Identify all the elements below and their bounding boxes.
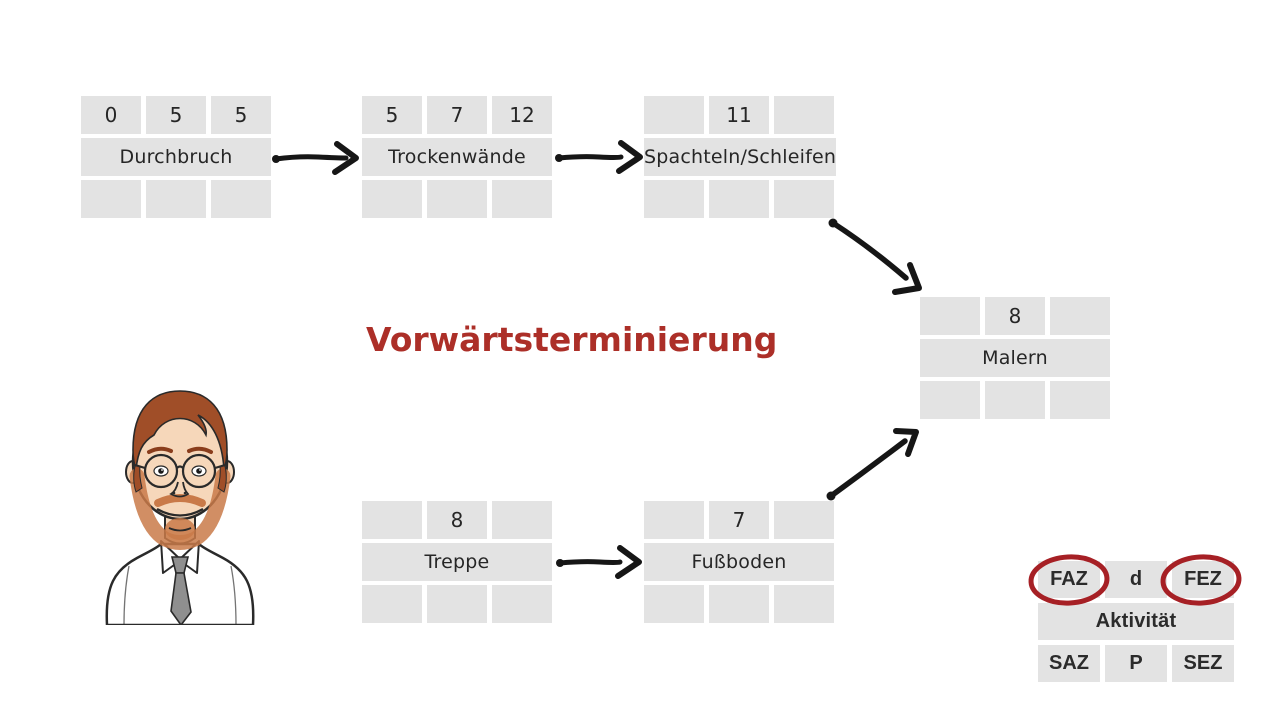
node-bottom-row xyxy=(644,585,834,623)
cell-buffer xyxy=(985,381,1045,419)
page-title: Vorwärtsterminierung xyxy=(366,320,778,359)
node-bottom-row xyxy=(362,585,552,623)
cell-fez xyxy=(774,501,834,539)
cell-sez xyxy=(1050,381,1110,419)
legend-bottom-row: SAZ P SEZ xyxy=(1038,645,1234,682)
legend-faz: FAZ xyxy=(1038,561,1100,598)
cell-duration: 7 xyxy=(709,501,769,539)
cell-duration: 8 xyxy=(427,501,487,539)
cell-sez xyxy=(492,585,552,623)
cell-buffer xyxy=(709,585,769,623)
eyebrow xyxy=(147,446,173,454)
eyebrow xyxy=(187,446,213,454)
node-bottom-row xyxy=(362,180,552,218)
activity-node-spachteln-schleifen: 11 Spachteln/Schleifen xyxy=(644,96,837,218)
cell-faz xyxy=(362,501,422,539)
beard xyxy=(129,468,231,550)
legend-activity: Aktivität xyxy=(1038,603,1234,640)
node-name-row: Durchbruch xyxy=(81,138,271,176)
cell-sez xyxy=(774,585,834,623)
node-name-row: Spachteln/Schleifen xyxy=(644,138,837,176)
cell-faz xyxy=(920,297,980,335)
legend-saz: SAZ xyxy=(1038,645,1100,682)
node-name-row: Malern xyxy=(920,339,1110,377)
cell-duration: 8 xyxy=(985,297,1045,335)
legend-activity-row: Aktivität xyxy=(1038,603,1234,640)
arrow-treppe-fussboden xyxy=(556,545,642,579)
hair xyxy=(132,390,228,470)
cell-saz xyxy=(644,585,704,623)
tie-blade xyxy=(170,572,192,625)
collar xyxy=(160,540,182,574)
cell-fez: 12 xyxy=(492,96,552,134)
cell-sez xyxy=(492,180,552,218)
activity-label: Spachteln/Schleifen xyxy=(644,138,837,176)
glasses xyxy=(134,453,226,489)
cell-saz xyxy=(362,180,422,218)
cell-saz xyxy=(81,180,141,218)
node-bottom-row xyxy=(920,381,1110,419)
activity-label: Treppe xyxy=(362,543,552,581)
activity-node-treppe: 8 Treppe xyxy=(362,501,552,623)
mouth xyxy=(156,507,204,517)
node-bottom-row xyxy=(644,180,834,218)
activity-node-durchbruch: 0 5 5 Durchbruch xyxy=(81,96,271,218)
cell-buffer xyxy=(427,585,487,623)
activity-node-malern: 8 Malern xyxy=(920,297,1110,419)
legend-top-row: FAZ d FEZ xyxy=(1038,561,1234,598)
node-top-row: 11 xyxy=(644,96,834,134)
presenter-avatar xyxy=(105,390,255,625)
cell-fez xyxy=(492,501,552,539)
cell-sez xyxy=(211,180,271,218)
legend-fez: FEZ xyxy=(1172,561,1234,598)
legend-buffer: P xyxy=(1105,645,1167,682)
activity-label: Fußboden xyxy=(644,543,834,581)
cell-buffer xyxy=(709,180,769,218)
legend-sez: SEZ xyxy=(1172,645,1234,682)
cell-faz xyxy=(644,96,704,134)
cell-fez xyxy=(1050,297,1110,335)
mustache xyxy=(154,494,206,507)
cell-duration: 7 xyxy=(427,96,487,134)
node-top-row: 8 xyxy=(362,501,552,539)
arrow-fussboden-malern xyxy=(826,428,919,501)
cell-faz xyxy=(644,501,704,539)
cell-saz xyxy=(644,180,704,218)
activity-label: Malern xyxy=(920,339,1110,377)
node-name-row: Fußboden xyxy=(644,543,834,581)
nose xyxy=(169,481,190,498)
node-top-row: 0 5 5 xyxy=(81,96,271,134)
arrow-durchbruch-trockenwaende xyxy=(272,141,359,175)
activity-label: Trockenwände xyxy=(362,138,552,176)
activity-node-trockenwaende: 5 7 12 Trockenwände xyxy=(362,96,552,218)
cell-saz xyxy=(362,585,422,623)
arrow-spachteln-malern xyxy=(828,218,922,295)
cell-fez xyxy=(774,96,834,134)
cell-saz xyxy=(920,381,980,419)
cell-buffer xyxy=(146,180,206,218)
activity-node-fussboden: 7 Fußboden xyxy=(644,501,834,623)
activity-label: Durchbruch xyxy=(81,138,271,176)
node-top-row: 5 7 12 xyxy=(362,96,552,134)
node-bottom-row xyxy=(81,180,271,218)
node-name-row: Trockenwände xyxy=(362,138,552,176)
node-top-row: 7 xyxy=(644,501,834,539)
node-name-row: Treppe xyxy=(362,543,552,581)
arrow-trockenwaende-spachteln xyxy=(555,140,643,174)
node-top-row: 8 xyxy=(920,297,1110,335)
cell-faz: 5 xyxy=(362,96,422,134)
cell-duration: 5 xyxy=(146,96,206,134)
cell-faz: 0 xyxy=(81,96,141,134)
cell-duration: 11 xyxy=(709,96,769,134)
cell-sez xyxy=(774,180,834,218)
legend-node-schema: FAZ d FEZ Aktivität SAZ P SEZ xyxy=(1038,561,1234,687)
cell-fez: 5 xyxy=(211,96,271,134)
collar xyxy=(178,540,200,574)
legend-duration: d xyxy=(1105,561,1167,598)
cell-buffer xyxy=(427,180,487,218)
